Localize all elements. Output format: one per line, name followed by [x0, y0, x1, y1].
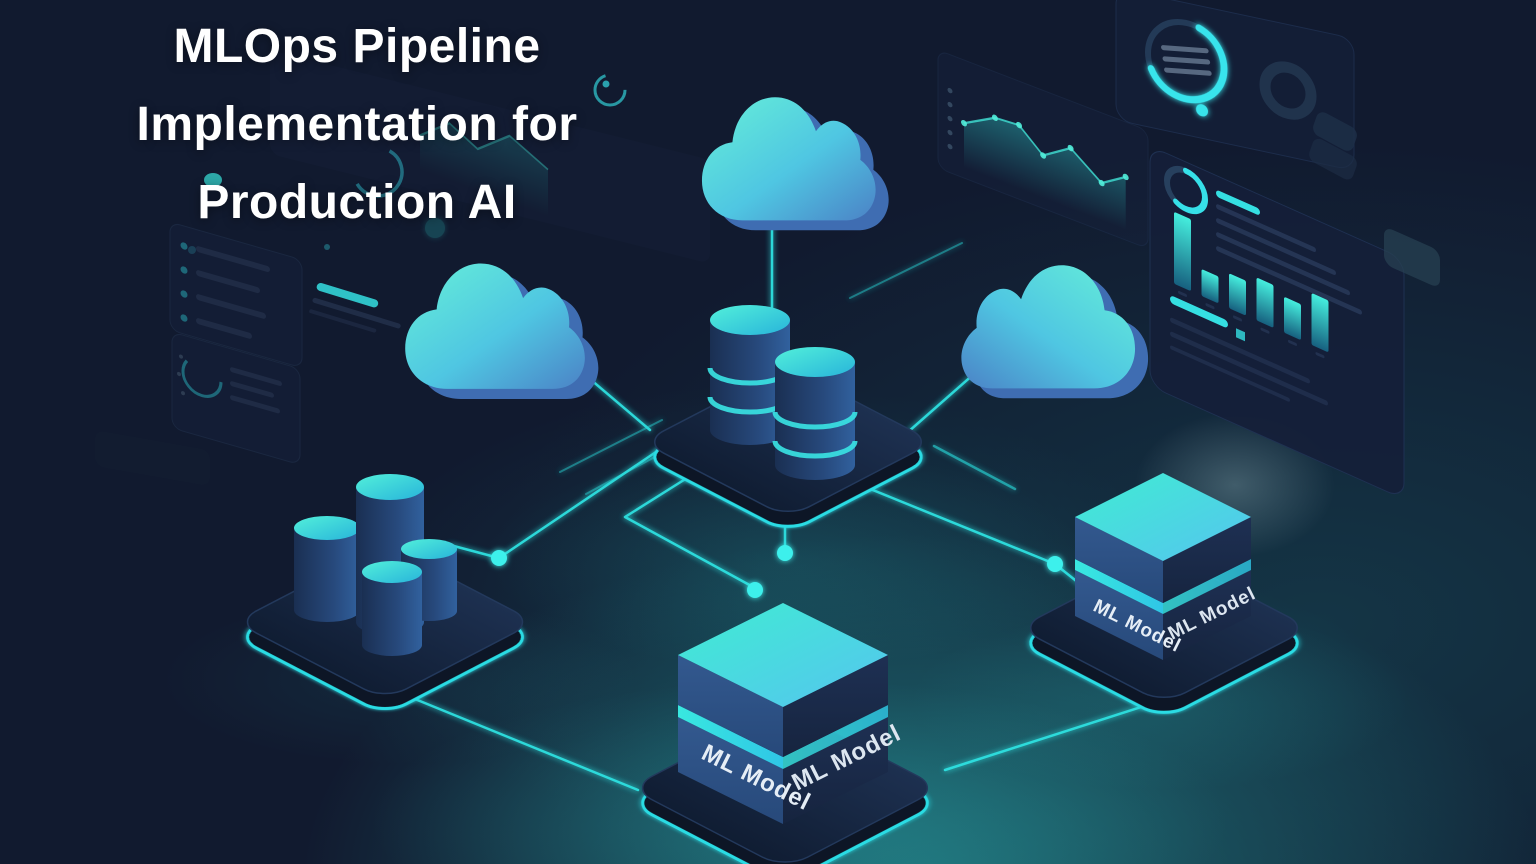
ml-box-top: [678, 603, 888, 707]
metric-cylinder: [362, 561, 422, 656]
db-ring: [772, 411, 858, 430]
cloud-left-icon: [405, 263, 599, 399]
connection-dot: [491, 550, 507, 566]
title-line-2: Implementation for: [136, 98, 578, 151]
connection-dot: [777, 545, 793, 561]
metric-cylinder: [294, 516, 360, 622]
dot-decor: [204, 173, 222, 187]
text-lines: [1170, 317, 1328, 406]
floating-chip: [1384, 229, 1440, 286]
area-chart: [961, 114, 1129, 231]
gauge-ring-icon: [181, 355, 223, 398]
cloud-right-icon: [961, 265, 1149, 399]
ring-icon: [593, 73, 627, 107]
title-line-3: Production AI: [197, 176, 517, 229]
blob-decor: [1309, 138, 1357, 180]
connection-line: [623, 476, 757, 590]
database-cylinder: [772, 347, 858, 480]
hamburger-lines-icon: [1161, 45, 1212, 76]
donut-chart-icon: [1259, 61, 1317, 120]
list-card: [169, 223, 303, 366]
mini-progress-row: [309, 282, 401, 333]
highlight-line: [1216, 190, 1260, 215]
ring-icon: [352, 146, 404, 198]
dot-decor: [324, 244, 330, 250]
progress-marker: [1236, 328, 1245, 342]
glow-dot: [425, 218, 445, 238]
gauge-ring-icon: [1144, 18, 1228, 104]
database-cylinder: [707, 305, 793, 445]
ring-dot: [602, 80, 610, 88]
connection-line: [932, 444, 1017, 491]
title-line-1: MLOps Pipeline: [173, 20, 541, 73]
connection-line: [943, 698, 1165, 772]
backdrop-area-chart: [419, 121, 549, 217]
progress-bar-fill: [1170, 296, 1228, 328]
blob-decor: [1313, 112, 1357, 151]
bar-chart: [1174, 212, 1329, 359]
area-chart-panel: [937, 52, 1149, 247]
cloud-center-icon: [701, 97, 889, 231]
ring-card: [171, 333, 301, 463]
connection-line: [386, 686, 640, 792]
small-card: [95, 431, 210, 485]
donut-chart-icon: [1164, 165, 1208, 215]
gauge-dot: [1196, 104, 1208, 117]
dashboard-panel-right: [1149, 151, 1440, 495]
gauge-card: [1115, 0, 1357, 180]
connection-dot: [747, 582, 763, 598]
ml-box-top: [1075, 473, 1251, 561]
ml-model-stack-center: ML Model ML Model: [678, 603, 905, 824]
text-lines: [1216, 204, 1362, 315]
title-backdrop-band: [270, 52, 710, 262]
metrics-platform: [235, 474, 535, 715]
connection-dot: [1047, 556, 1063, 572]
mini-progress-fill: [316, 282, 379, 308]
db-ring: [772, 440, 858, 459]
page-title: MLOps Pipeline Implementation for Produc…: [52, 8, 662, 242]
database-platform: [642, 305, 933, 533]
